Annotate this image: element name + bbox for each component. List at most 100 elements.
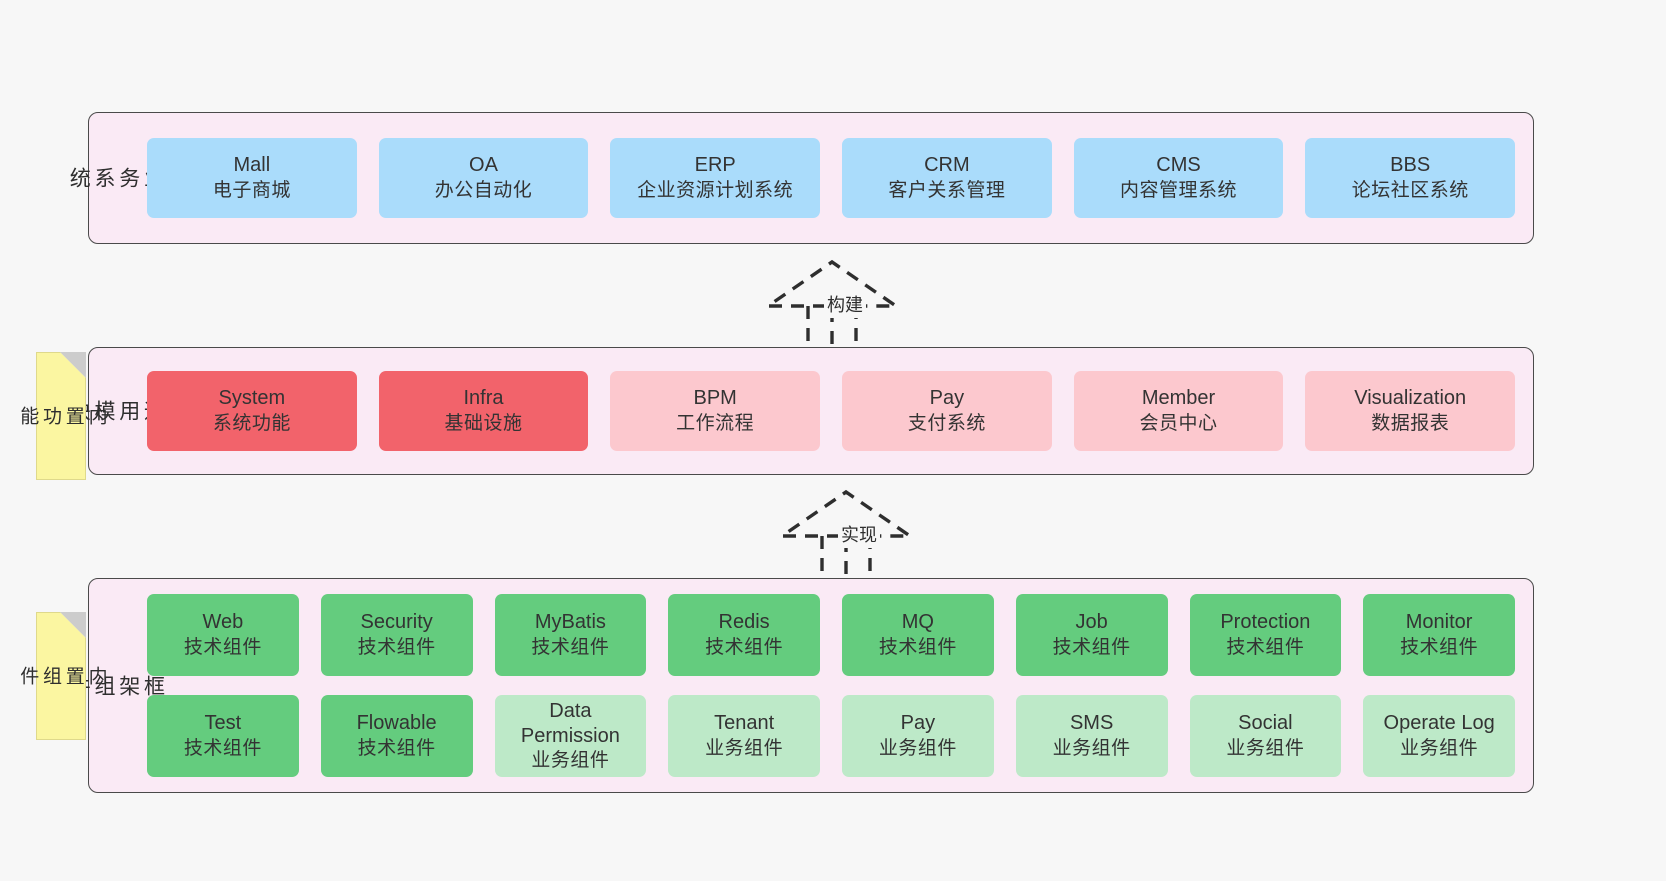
node-title: Monitor — [1405, 611, 1473, 634]
node-subtitle: 业务组件 — [705, 737, 784, 759]
node-bpm[interactable]: BPM 工作流程 — [610, 371, 821, 451]
node-title: BBS — [1390, 154, 1431, 177]
node-sms[interactable]: SMS 业务组件 — [1015, 695, 1168, 777]
node-pay-module[interactable]: Pay 支付系统 — [842, 371, 1052, 451]
node-subtitle: 业务组件 — [878, 737, 957, 759]
node-social[interactable]: Social 业务组件 — [1189, 695, 1342, 777]
layer-common-modules: 通 用 模 块 System 系统功能 Infra 基础设施 BPM 工作流程 … — [67, 347, 1534, 475]
node-subtitle: 技术组件 — [531, 636, 610, 658]
node-flowable[interactable]: Flowable 技术组件 — [320, 695, 473, 777]
node-test[interactable]: Test 技术组件 — [147, 695, 299, 777]
node-subtitle: 技术组件 — [1226, 636, 1305, 658]
node-subtitle: 数据报表 — [1371, 412, 1450, 434]
node-subtitle: 论坛社区系统 — [1351, 179, 1469, 201]
node-title: Tenant — [714, 712, 775, 735]
node-subtitle: 企业资源计划系统 — [637, 179, 794, 201]
node-operate-log[interactable]: Operate Log 业务组件 — [1363, 695, 1515, 777]
connector-implement: 实现 — [770, 488, 922, 580]
node-title: Pay — [929, 387, 965, 410]
node-title: OA — [469, 154, 498, 177]
node-subtitle: 系统功能 — [212, 412, 291, 434]
node-redis[interactable]: Redis 技术组件 — [668, 594, 820, 676]
node-subtitle: 业务组件 — [1226, 737, 1305, 759]
node-title: Mall — [233, 154, 271, 177]
node-title: Pay — [900, 712, 936, 735]
connector-build-label: 构建 — [824, 290, 866, 318]
node-monitor[interactable]: Monitor 技术组件 — [1363, 594, 1515, 676]
node-subtitle: 业务组件 — [531, 750, 610, 772]
node-subtitle: 技术组件 — [357, 636, 436, 658]
node-title: BPM — [693, 387, 737, 410]
node-cms[interactable]: CMS 内容管理系统 — [1073, 138, 1284, 218]
node-title: Test — [204, 712, 242, 735]
sticky-note-builtin-features: 内 置 功 能 — [17, 352, 107, 480]
node-data-permission[interactable]: Data Permission 业务组件 — [494, 695, 647, 777]
node-row: Web 技术组件 Security 技术组件 MyBatis 技术组件 Redi… — [147, 594, 1515, 676]
node-subtitle: 技术组件 — [357, 737, 436, 759]
node-subtitle: 客户关系管理 — [888, 179, 1006, 201]
layer-framework-components: 框 架 组 件 Web 技术组件 Security 技术组件 MyBatis 技… — [67, 578, 1534, 793]
node-subtitle: 技术组件 — [183, 636, 262, 658]
node-title: Security — [360, 611, 433, 634]
node-member[interactable]: Member 会员中心 — [1073, 371, 1284, 451]
layer-body-business-systems: Mall 电子商城 OA 办公自动化 ERP 企业资源计划系统 CRM 客户关系… — [141, 113, 1533, 243]
node-oa[interactable]: OA 办公自动化 — [378, 138, 589, 218]
layer-body-framework-components: Web 技术组件 Security 技术组件 MyBatis 技术组件 Redi… — [141, 579, 1533, 792]
node-title: System — [218, 387, 286, 410]
node-row: Mall 电子商城 OA 办公自动化 ERP 企业资源计划系统 CRM 客户关系… — [147, 138, 1516, 218]
node-erp[interactable]: ERP 企业资源计划系统 — [610, 138, 821, 218]
node-tenant[interactable]: Tenant 业务组件 — [668, 695, 820, 777]
node-title: Visualization — [1354, 387, 1467, 410]
node-subtitle: 业务组件 — [1400, 737, 1479, 759]
node-title: MyBatis — [534, 611, 606, 634]
node-mall[interactable]: Mall 电子商城 — [147, 138, 357, 218]
node-title: Infra — [463, 387, 504, 410]
node-mybatis[interactable]: MyBatis 技术组件 — [494, 594, 647, 676]
node-subtitle: 内容管理系统 — [1120, 179, 1238, 201]
node-title: Member — [1141, 387, 1216, 410]
node-job[interactable]: Job 技术组件 — [1015, 594, 1168, 676]
sticky-note-label: 内 置 功 能 — [17, 406, 107, 426]
connector-build: 构建 — [756, 258, 908, 350]
node-title: Job — [1075, 611, 1108, 634]
node-subtitle: 技术组件 — [878, 636, 957, 658]
node-title: CMS — [1156, 154, 1201, 177]
node-title: CRM — [924, 154, 970, 177]
node-subtitle: 办公自动化 — [434, 179, 533, 201]
node-subtitle: 会员中心 — [1139, 412, 1218, 434]
node-subtitle: 基础设施 — [444, 412, 523, 434]
node-title: Flowable — [356, 712, 437, 735]
node-infra[interactable]: Infra 基础设施 — [378, 371, 589, 451]
node-mq[interactable]: MQ 技术组件 — [842, 594, 994, 676]
node-subtitle: 技术组件 — [1052, 636, 1131, 658]
node-title: ERP — [694, 154, 736, 177]
node-system[interactable]: System 系统功能 — [147, 371, 357, 451]
node-subtitle: 技术组件 — [705, 636, 784, 658]
node-title: Social — [1238, 712, 1293, 735]
node-pay-component[interactable]: Pay 业务组件 — [842, 695, 994, 777]
node-web[interactable]: Web 技术组件 — [147, 594, 299, 676]
node-row: System 系统功能 Infra 基础设施 BPM 工作流程 Pay 支付系统… — [147, 371, 1516, 451]
node-visualization[interactable]: Visualization 数据报表 — [1305, 371, 1516, 451]
node-title: Protection — [1220, 611, 1311, 634]
layer-business-systems: 业 务 系 统 Mall 电子商城 OA 办公自动化 ERP 企业资源计划系统 … — [67, 112, 1534, 244]
connector-implement-label: 实现 — [838, 520, 880, 548]
node-subtitle: 电子商城 — [212, 179, 291, 201]
node-title: Web — [202, 611, 244, 634]
node-subtitle: 业务组件 — [1052, 737, 1131, 759]
node-title: Data Permission — [520, 699, 620, 748]
layer-title-business-systems: 业 务 系 统 — [67, 167, 164, 189]
node-bbs[interactable]: BBS 论坛社区系统 — [1305, 138, 1516, 218]
sticky-note-label: 内 置 组 件 — [17, 666, 107, 686]
node-title: Operate Log — [1383, 712, 1495, 735]
node-security[interactable]: Security 技术组件 — [320, 594, 473, 676]
node-title: Redis — [718, 611, 770, 634]
node-subtitle: 支付系统 — [907, 412, 986, 434]
node-subtitle: 工作流程 — [676, 412, 755, 434]
node-title: MQ — [901, 611, 934, 634]
node-protection[interactable]: Protection 技术组件 — [1189, 594, 1342, 676]
layer-body-common-modules: System 系统功能 Infra 基础设施 BPM 工作流程 Pay 支付系统… — [141, 348, 1533, 474]
node-row: Test 技术组件 Flowable 技术组件 Data Permission … — [147, 695, 1515, 777]
node-crm[interactable]: CRM 客户关系管理 — [842, 138, 1052, 218]
